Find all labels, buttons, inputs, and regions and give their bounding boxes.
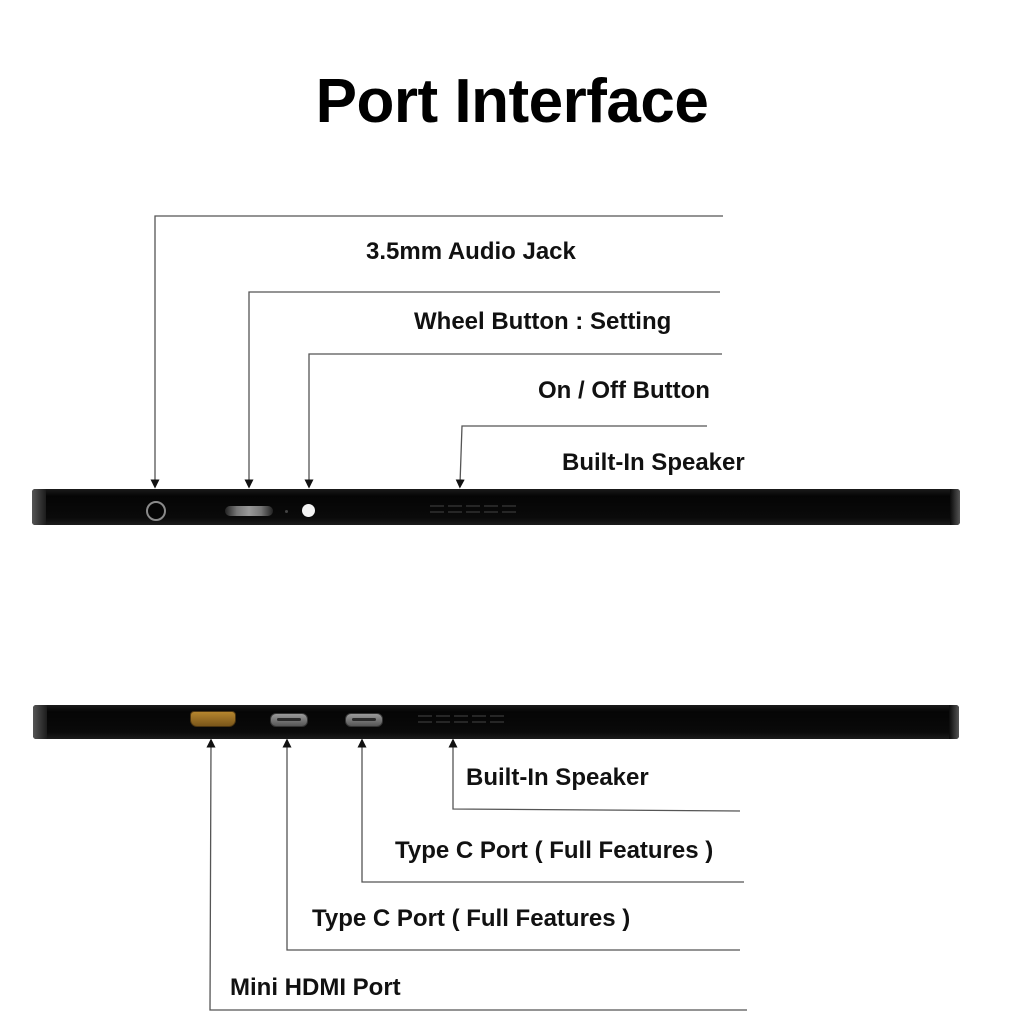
scroll-wheel-icon[interactable]	[225, 506, 273, 516]
label-power-button: On / Off Button	[538, 377, 710, 404]
device-top-edge	[32, 489, 960, 525]
label-mini-hdmi: Mini HDMI Port	[230, 974, 401, 1001]
leader-usbc-2	[357, 738, 744, 883]
label-top-speaker: Built-In Speaker	[562, 449, 745, 476]
usb-c-port-1-icon[interactable]	[270, 713, 308, 727]
label-usbc-2: Type C Port ( Full Features )	[395, 837, 714, 864]
label-usbc-1: Type C Port ( Full Features )	[312, 905, 631, 932]
leader-mini-hdmi	[206, 738, 747, 1011]
device-edge-left	[32, 489, 46, 525]
speaker-grille-icon	[418, 715, 504, 723]
power-button-icon[interactable]	[302, 504, 315, 517]
label-wheel-button: Wheel Button : Setting	[414, 308, 672, 335]
leader-usbc-1	[282, 738, 740, 951]
audio-jack-icon[interactable]	[146, 501, 166, 521]
leader-power-button	[304, 353, 722, 489]
device-edge-right	[949, 705, 959, 739]
speaker-grille-icon	[430, 505, 516, 513]
mini-hdmi-port-icon[interactable]	[190, 711, 236, 727]
device-edge-right	[950, 489, 960, 525]
device-edge-left	[33, 705, 47, 739]
page-title: Port Interface	[315, 67, 709, 136]
label-audio-jack: 3.5mm Audio Jack	[366, 238, 576, 265]
leader-wheel-button	[244, 291, 720, 489]
label-bottom-speaker: Built-In Speaker	[466, 764, 649, 791]
leader-bottom-speaker	[448, 738, 741, 812]
leader-audio-jack	[150, 215, 723, 489]
usb-c-port-2-icon[interactable]	[345, 713, 383, 727]
indicator-led-icon	[285, 510, 288, 513]
device-bottom-edge	[33, 705, 959, 739]
leader-top-speaker	[455, 425, 707, 489]
